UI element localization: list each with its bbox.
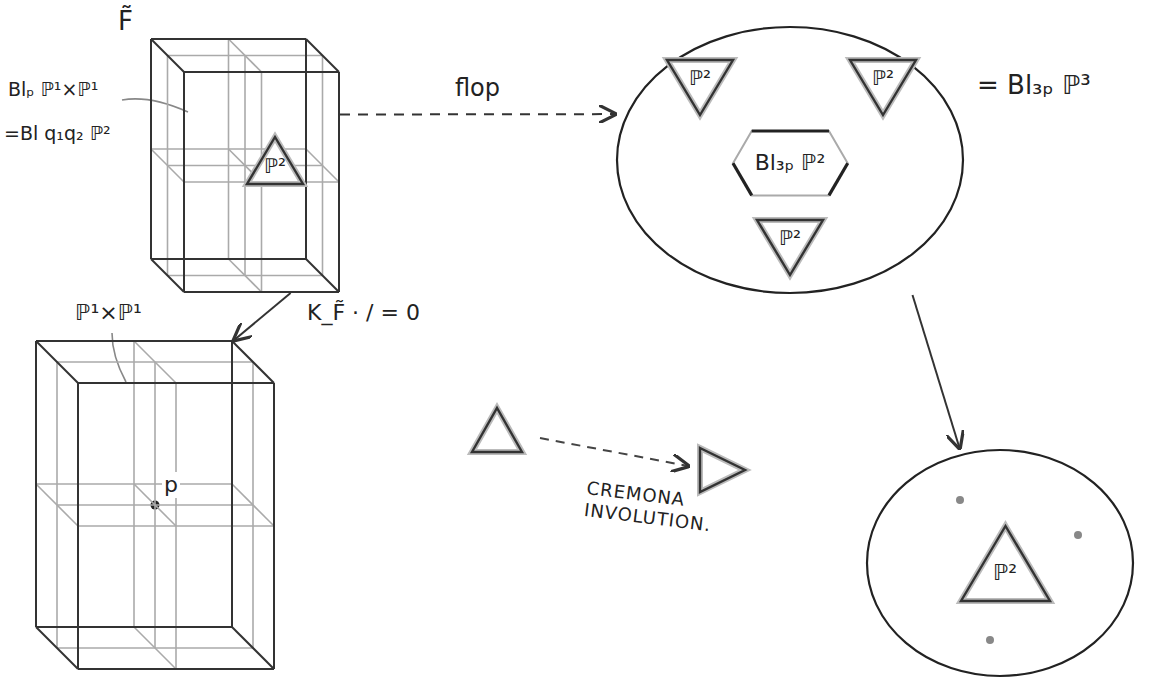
circle-outline: [867, 450, 1133, 676]
leader-line: [122, 99, 188, 112]
triangle-shape: ℙ²: [958, 523, 1053, 604]
cube-edge: [36, 341, 78, 383]
cube-edge: [184, 291, 339, 293]
hexagon-edge: [829, 163, 848, 195]
point-dot: [1074, 531, 1082, 539]
point-dot: [956, 496, 964, 504]
cube-edge: [151, 259, 184, 292]
hexagon-edge: [733, 163, 752, 195]
cube-edge: [36, 340, 232, 342]
cube-edge: [151, 38, 306, 40]
figure-heading: F̃: [118, 6, 133, 37]
triangle-edge: [247, 137, 303, 184]
triangle-shape: ℙ²: [754, 217, 826, 278]
plane-circle: ℙ²: [865, 448, 1135, 678]
triangle-symbol: [472, 408, 522, 452]
triangle-edge: [667, 60, 733, 115]
cube-edge: [306, 259, 339, 292]
triangle-halo: [667, 60, 733, 115]
edge-label-anchor: flop: [455, 74, 500, 103]
triangle-shape: ℙ²: [244, 134, 306, 187]
cube-edge: [35, 341, 37, 627]
triangle-edge: [757, 220, 823, 275]
cube-edge: [36, 626, 232, 628]
cremona-arrow: [540, 438, 688, 466]
cube-edge: [231, 341, 233, 627]
cube-figure-outline: [150, 38, 340, 293]
hexagon-edge: [751, 129, 828, 132]
figure-heading: = Bl₃ₚ ℙ³: [977, 70, 1091, 101]
grid-line: [151, 149, 184, 182]
edge-label: flop: [455, 74, 500, 103]
shape-label: ℙ²: [872, 66, 894, 90]
cube-edge: [338, 72, 340, 292]
math-note: =Bl q₁q₂ ℙ²: [4, 122, 111, 145]
cube-figure-outline: [35, 340, 275, 670]
triangle-edge: [961, 526, 1050, 601]
cube-edge: [184, 71, 339, 73]
map-arrow: [234, 293, 290, 340]
math-note: p: [162, 472, 180, 498]
cube-edge: [232, 341, 274, 383]
cube-figure: ℙ¹×ℙ¹: [35, 340, 275, 670]
note-anchor: CREMONA INVOLUTION.: [583, 477, 737, 538]
grid-line: [232, 484, 274, 526]
note-anchor: Blₚ ℙ¹×ℙ¹: [8, 78, 98, 101]
cube-edge: [151, 258, 306, 260]
triangle-halo: [247, 137, 303, 184]
map-arrow: [913, 295, 960, 448]
triangle-shape: ℙ²: [664, 57, 736, 118]
cube-edge: [78, 668, 274, 670]
shape-label: ℙ²: [264, 154, 286, 178]
figure-heading: ℙ¹×ℙ¹: [75, 300, 142, 326]
math-note: Blₚ ℙ¹×ℙ¹: [8, 78, 98, 101]
note-anchor: =Bl q₁q₂ ℙ²: [4, 122, 111, 145]
triangle-halo: [850, 60, 916, 115]
grid-line: [229, 39, 262, 72]
grid-line: [36, 484, 78, 526]
hexagon-edge: [733, 131, 848, 195]
triangle-symbol: [700, 448, 745, 492]
math-note: CREMONA INVOLUTION.: [583, 477, 737, 538]
hexagon-shape: Bl₃ₚ ℙ²: [730, 128, 851, 198]
triangle-edge: [850, 60, 916, 115]
cube-edge: [273, 383, 275, 669]
triangle-symbol: [700, 448, 745, 492]
shape-label: Bl₃ₚ ℙ²: [755, 150, 826, 176]
note-anchor: K_F̃ · / = 0: [305, 300, 422, 326]
cube-figure: F̃ℙ²: [150, 38, 340, 293]
cube-edge: [78, 382, 274, 384]
cube-edge: [36, 627, 78, 669]
triangle-shape: ℙ²: [847, 57, 919, 118]
circle-outline: [617, 27, 963, 293]
grid-line: [306, 149, 339, 182]
map-arrow: [340, 113, 615, 115]
cube-edge: [151, 39, 184, 72]
grid-line: [134, 341, 176, 383]
cube-edge: [305, 39, 307, 259]
shape-label: ℙ²: [689, 66, 711, 90]
point-dot: [986, 636, 994, 644]
cube-edge: [306, 39, 339, 72]
cube-edge: [232, 627, 274, 669]
cube-edge: [150, 39, 152, 259]
note-anchor: p: [162, 472, 180, 498]
shape-label: ℙ²: [993, 560, 1017, 586]
triangle-halo: [757, 220, 823, 275]
triangle-symbol: [472, 408, 522, 452]
grid-line: [134, 627, 176, 669]
blowup-circle: = Bl₃ₚ ℙ³ℙ²ℙ²Bl₃ₚ ℙ²ℙ²: [615, 25, 965, 295]
math-note: K_F̃ · / = 0: [305, 300, 422, 326]
triangle-halo: [961, 526, 1050, 601]
grid-line: [229, 259, 262, 292]
shape-label: ℙ²: [779, 226, 801, 250]
